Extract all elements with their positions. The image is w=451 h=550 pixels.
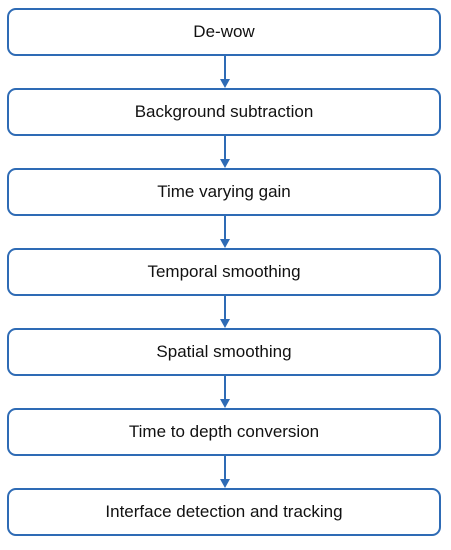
arrow-down-icon	[220, 456, 230, 488]
step-label: Time to depth conversion	[128, 422, 320, 441]
step-label: Interface detection and tracking	[105, 502, 343, 521]
step-box-6: Time to depth conversion	[7, 408, 441, 456]
step-label: Time varying gain	[157, 182, 291, 201]
arrow-down-icon	[220, 136, 230, 168]
step-box-7: Interface detection and tracking	[7, 488, 441, 536]
step-box-3: Time varying gain	[7, 168, 441, 216]
arrow-down-icon	[220, 376, 230, 408]
step-box-5: Spatial smoothing	[7, 328, 441, 376]
arrow-down-icon	[220, 216, 230, 248]
arrow-down-icon	[220, 56, 230, 88]
step-label: Spatial smoothing	[156, 342, 292, 361]
step-label: De-wow	[193, 22, 255, 41]
arrow-down-icon	[220, 296, 230, 328]
step-label: Background subtraction	[134, 102, 314, 121]
step-box-4: Temporal smoothing	[7, 248, 441, 296]
step-label: Temporal smoothing	[147, 262, 301, 281]
step-box-2: Background subtraction	[7, 88, 441, 136]
step-box-1: De-wow	[7, 8, 441, 56]
